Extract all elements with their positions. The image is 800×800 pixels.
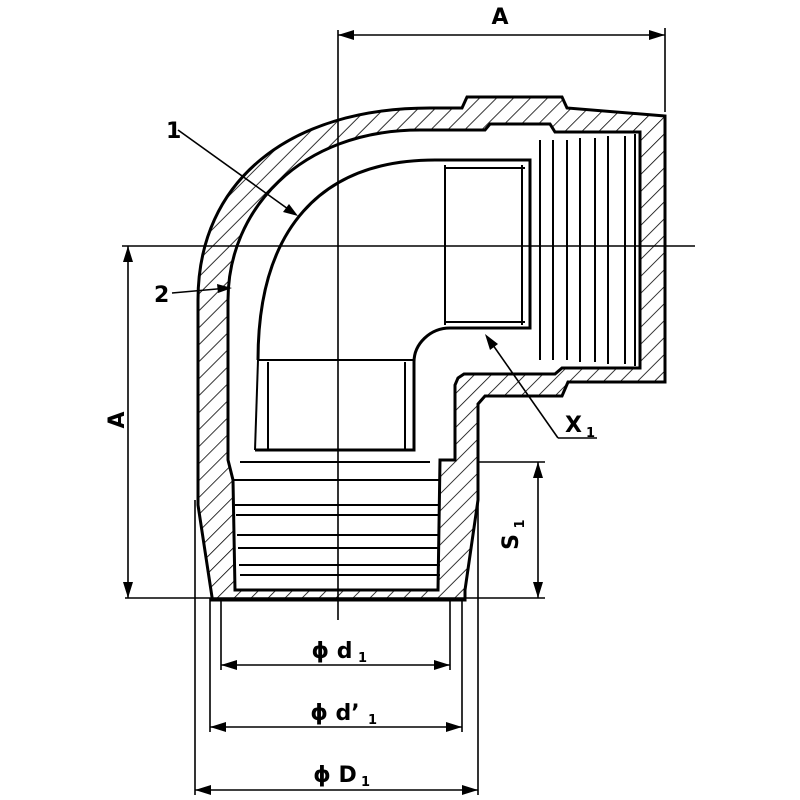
right-socket-threads [539,134,636,366]
D1-label: ϕ D [313,763,356,788]
dimension-s1 [478,461,545,598]
d1-prime-subscript: 1 [368,713,377,728]
part-1-label: 1 [166,119,181,144]
s1-subscript: 1 [513,519,528,528]
s1-label: S [499,534,524,550]
d1-label: ϕ d [312,639,353,664]
dimension-a-left [123,246,133,598]
dimension-d1-prime [209,598,463,732]
part-1-leader [177,129,298,216]
part-2-leader [171,284,232,294]
dim-a-top-label: A [491,5,508,30]
dim-a-left-label: A [105,411,130,428]
elbow-wall-section [196,95,667,602]
dimension-a-top [338,28,666,112]
inner-bore-outline [255,158,532,452]
bottom-socket-threads [232,461,440,576]
x1-subscript: 1 [586,426,595,441]
bore-left-edge [254,359,259,451]
x1-leader [485,334,597,439]
D1-subscript: 1 [361,775,370,790]
dimension-d1 [220,598,451,670]
d1-prime-label: ϕ d’ [310,701,359,726]
d1-subscript: 1 [358,651,367,666]
part-2-label: 2 [154,283,169,308]
dimension-D1 [194,500,479,795]
x1-label: X [565,413,582,438]
